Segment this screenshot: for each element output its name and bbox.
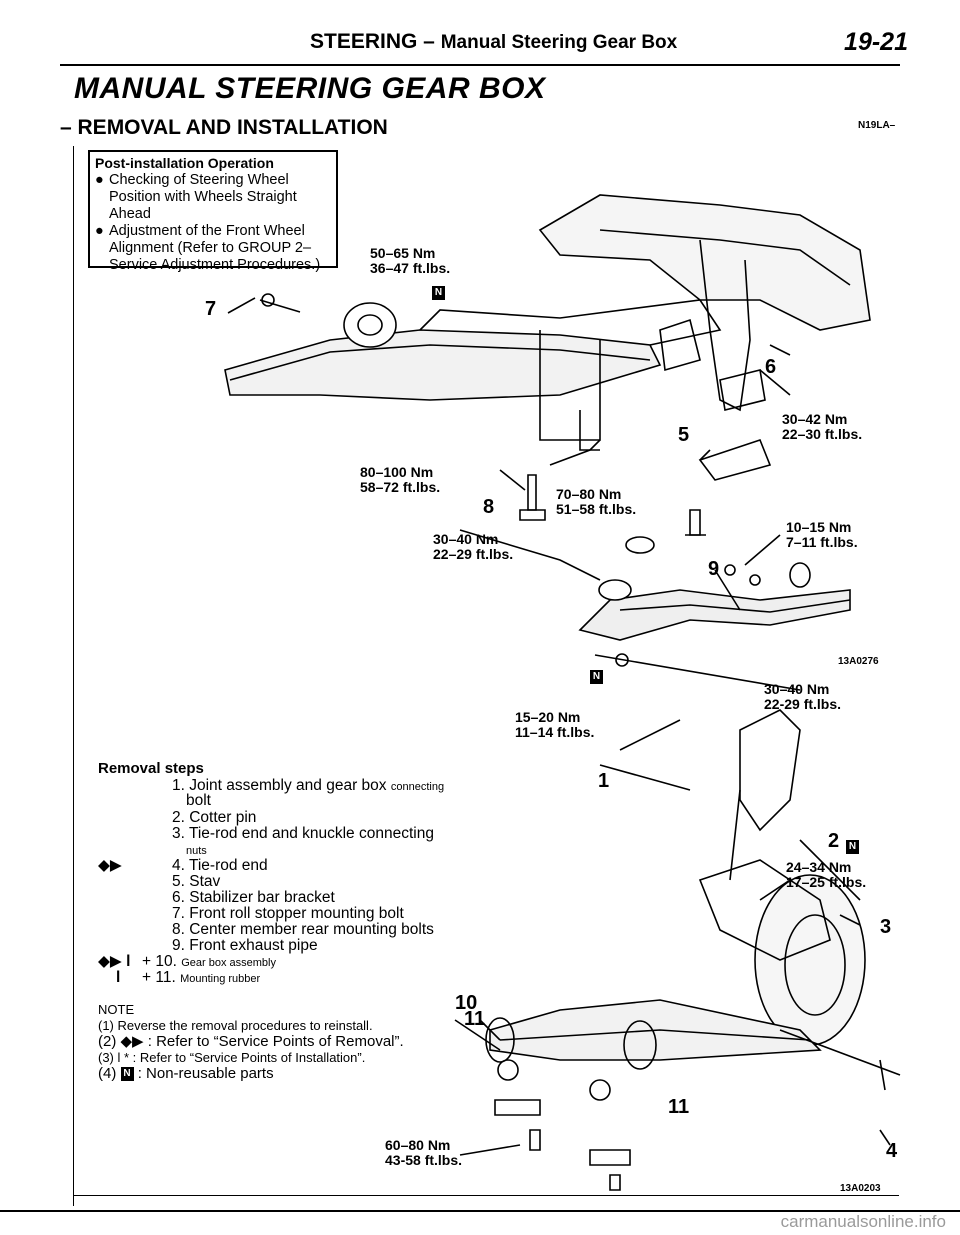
notes-heading: NOTE [98, 1002, 135, 1017]
callout-5: 5 [678, 424, 690, 446]
callout-9: 9 [708, 558, 720, 580]
callout-3: 3 [880, 916, 892, 938]
list-item: nuts [186, 845, 207, 857]
post-installation-item: ●Checking of Steering Wheel Position wit… [95, 172, 297, 222]
note-item: (2) ◆▶ : Refer to “Service Points of Rem… [98, 1033, 404, 1050]
list-item: 5. Stav [172, 873, 221, 890]
callout-8: 8 [483, 496, 495, 518]
notes-block: NOTE (1) Reverse the removal procedures … [98, 1002, 404, 1082]
section-code: N19LA– [858, 120, 896, 131]
callout-6: 6 [765, 356, 777, 378]
list-item: bolt [186, 792, 211, 809]
content-bottom-rule [73, 1195, 899, 1196]
list-item: 6. Stabilizer bar bracket [172, 889, 335, 906]
list-item: 8. Center member rear mounting bolts [172, 921, 434, 938]
callout-10: 10 [455, 992, 478, 1014]
footer-rule [0, 1210, 960, 1212]
note-item: (4) N : Non-reusable parts [98, 1065, 274, 1082]
list-item: ◆▶ l+ 10. Gear box assembly [98, 953, 276, 970]
figure-code: 13A0276 [838, 656, 879, 667]
left-margin-rule [73, 146, 74, 1206]
callout-11: 11 [464, 1008, 486, 1030]
callout-4: 4 [886, 1140, 898, 1162]
list-item: 9. Front exhaust pipe [172, 937, 318, 954]
list-item: 2. Cotter pin [172, 809, 257, 826]
section-subtitle: – REMOVAL AND INSTALLATION [60, 116, 388, 139]
post-installation-box: Post-installation Operation ●Checking of… [88, 150, 338, 273]
page-title: MANUAL STEERING GEAR BOX [74, 72, 546, 105]
callout-2: 2 [828, 830, 840, 852]
non-reusable-badge: N [432, 286, 445, 300]
note-item: (3) l * : Refer to “Service Points of In… [98, 1050, 366, 1065]
page-header: STEERING – Manual Steering Gear Box 19-2… [0, 28, 960, 66]
callout-1: 1 [598, 770, 610, 792]
callout-7: 7 [205, 298, 217, 320]
post-installation-heading: Post-installation Operation [95, 155, 274, 171]
header-title: STEERING – Manual Steering Gear Box [310, 30, 678, 53]
post-installation-item: ●Adjustment of the Front Wheel Alignment… [95, 223, 321, 273]
note-item: (1) Reverse the removal procedures to re… [98, 1018, 373, 1033]
page-number: 19-21 [844, 28, 908, 56]
list-item: 1. Joint assembly and gear box connectin… [172, 777, 445, 794]
list-item: l+ 11. Mounting rubber [116, 969, 261, 986]
header-rule [60, 64, 900, 66]
non-reusable-badge: N [590, 670, 603, 684]
removal-steps-heading: Removal steps [98, 760, 204, 777]
list-item: 7. Front roll stopper mounting bolt [172, 905, 404, 922]
list-item: ◆▶4. Tie-rod end [98, 857, 268, 874]
figure-code: 13A0203 [840, 1183, 881, 1194]
watermark: carmanualsonline.info [780, 1212, 946, 1231]
list-item: 3. Tie-rod end and knuckle connecting [172, 825, 434, 842]
non-reusable-badge: N [846, 840, 859, 854]
callout-11: 11 [668, 1096, 690, 1118]
non-reusable-badge: N [120, 1067, 134, 1082]
